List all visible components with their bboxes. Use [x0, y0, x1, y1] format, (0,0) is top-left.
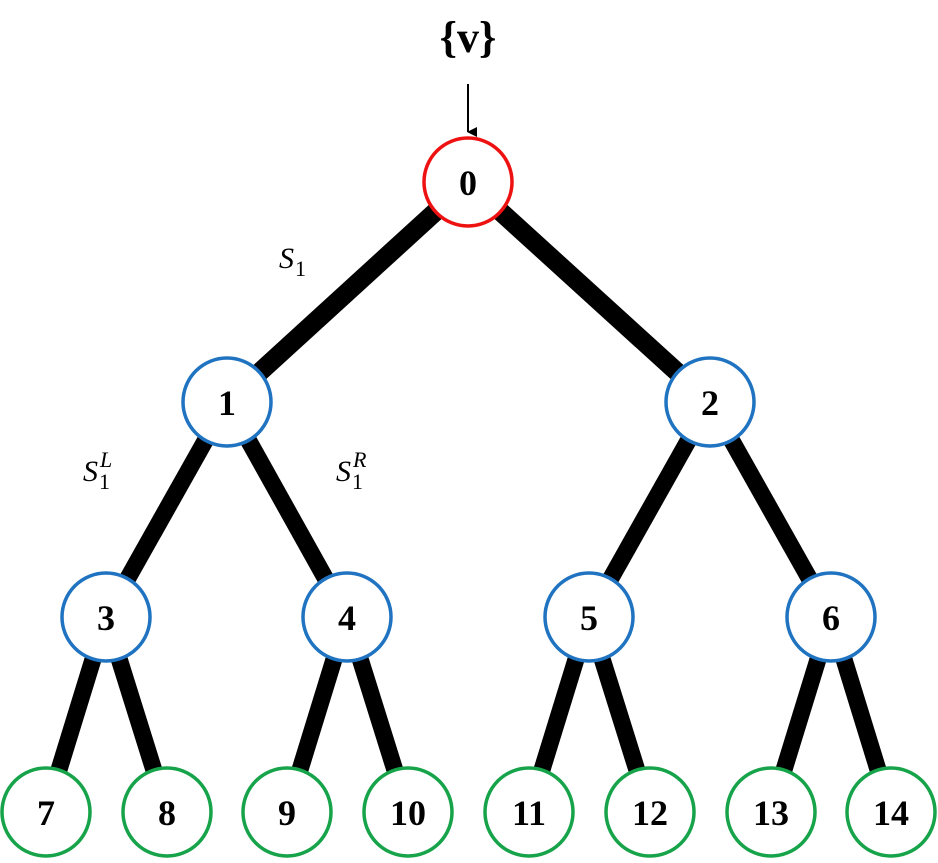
edge-label-s1-left-sub: 1 [99, 469, 110, 494]
internal-node-circle [785, 571, 877, 663]
node-label: 12 [632, 793, 668, 833]
edge-label-s1-left-sup: L [99, 447, 112, 472]
edge-label-s1-left: S1L [83, 447, 112, 494]
tree-node-1: 1 [181, 356, 273, 448]
internal-node-circle [543, 571, 635, 663]
tree-node-12: 12 [604, 766, 696, 858]
edge-1-3 [117, 430, 216, 589]
edge-4-9 [290, 650, 344, 779]
tree-node-10: 10 [362, 766, 454, 858]
edge-1-4 [238, 431, 336, 588]
leaf-node-circle [362, 766, 454, 858]
edge-label-s1: S1 [279, 242, 306, 281]
node-label: 2 [701, 383, 719, 423]
leaf-node-circle [241, 766, 333, 858]
edge-2-5 [600, 430, 699, 589]
tree-node-7: 7 [0, 766, 92, 858]
node-label: 13 [753, 793, 789, 833]
edge-label-s1-left-base: S [83, 455, 98, 488]
tree-node-3: 3 [60, 571, 152, 663]
tree-node-8: 8 [121, 766, 213, 858]
edge-6-14 [834, 650, 888, 779]
edge-6-13 [774, 650, 828, 779]
tree-node-11: 11 [483, 766, 575, 858]
edge-label-s1-right-sub: 1 [352, 469, 363, 494]
leaf-node-circle [483, 766, 575, 858]
node-label: 6 [822, 598, 840, 638]
tree-node-9: 9 [241, 766, 333, 858]
edge-5-12 [592, 650, 647, 779]
leaf-node-circle [604, 766, 696, 858]
edge-4-10 [350, 650, 405, 779]
edge-0-2 [489, 200, 689, 384]
tree-node-13: 13 [725, 766, 817, 858]
node-label: 11 [512, 793, 546, 833]
node-label: 10 [390, 793, 426, 833]
internal-node-circle [301, 571, 393, 663]
node-label: 14 [873, 793, 909, 833]
edge-label-s1-sub: 1 [295, 256, 306, 281]
node-label: 3 [97, 598, 115, 638]
edge-label-s1-right-base: S [336, 455, 351, 488]
tree-node-5: 5 [543, 571, 635, 663]
internal-node-circle [60, 571, 152, 663]
tree-node-0: 0 [422, 136, 514, 228]
edge-label-s1-right: S1R [336, 447, 367, 494]
edge-3-8 [109, 650, 164, 779]
tree-node-2: 2 [664, 356, 756, 448]
edges [49, 200, 888, 779]
internal-node-circle [664, 356, 756, 448]
node-label: 5 [580, 598, 598, 638]
node-label: 0 [459, 163, 477, 203]
edge-2-6 [721, 430, 820, 589]
node-label: 9 [278, 793, 296, 833]
node-label: 8 [158, 793, 176, 833]
node-label: 1 [218, 383, 236, 423]
root-node-circle [422, 136, 514, 228]
input-label: {v} [440, 13, 497, 62]
edge-3-7 [49, 650, 103, 779]
leaf-node-circle [0, 766, 92, 858]
edge-label-s1-base: S [279, 242, 294, 275]
tree-node-4: 4 [301, 571, 393, 663]
node-label: 7 [37, 793, 55, 833]
leaf-node-circle [121, 766, 213, 858]
leaf-node-circle [845, 766, 937, 858]
edge-5-11 [532, 650, 586, 779]
tree-node-14: 14 [845, 766, 937, 858]
edge-0-1 [248, 200, 447, 384]
leaf-node-circle [725, 766, 817, 858]
node-label: 4 [338, 598, 356, 638]
edge-label-s1-right-sup: R [352, 447, 367, 472]
tree-node-6: 6 [785, 571, 877, 663]
internal-node-circle [181, 356, 273, 448]
